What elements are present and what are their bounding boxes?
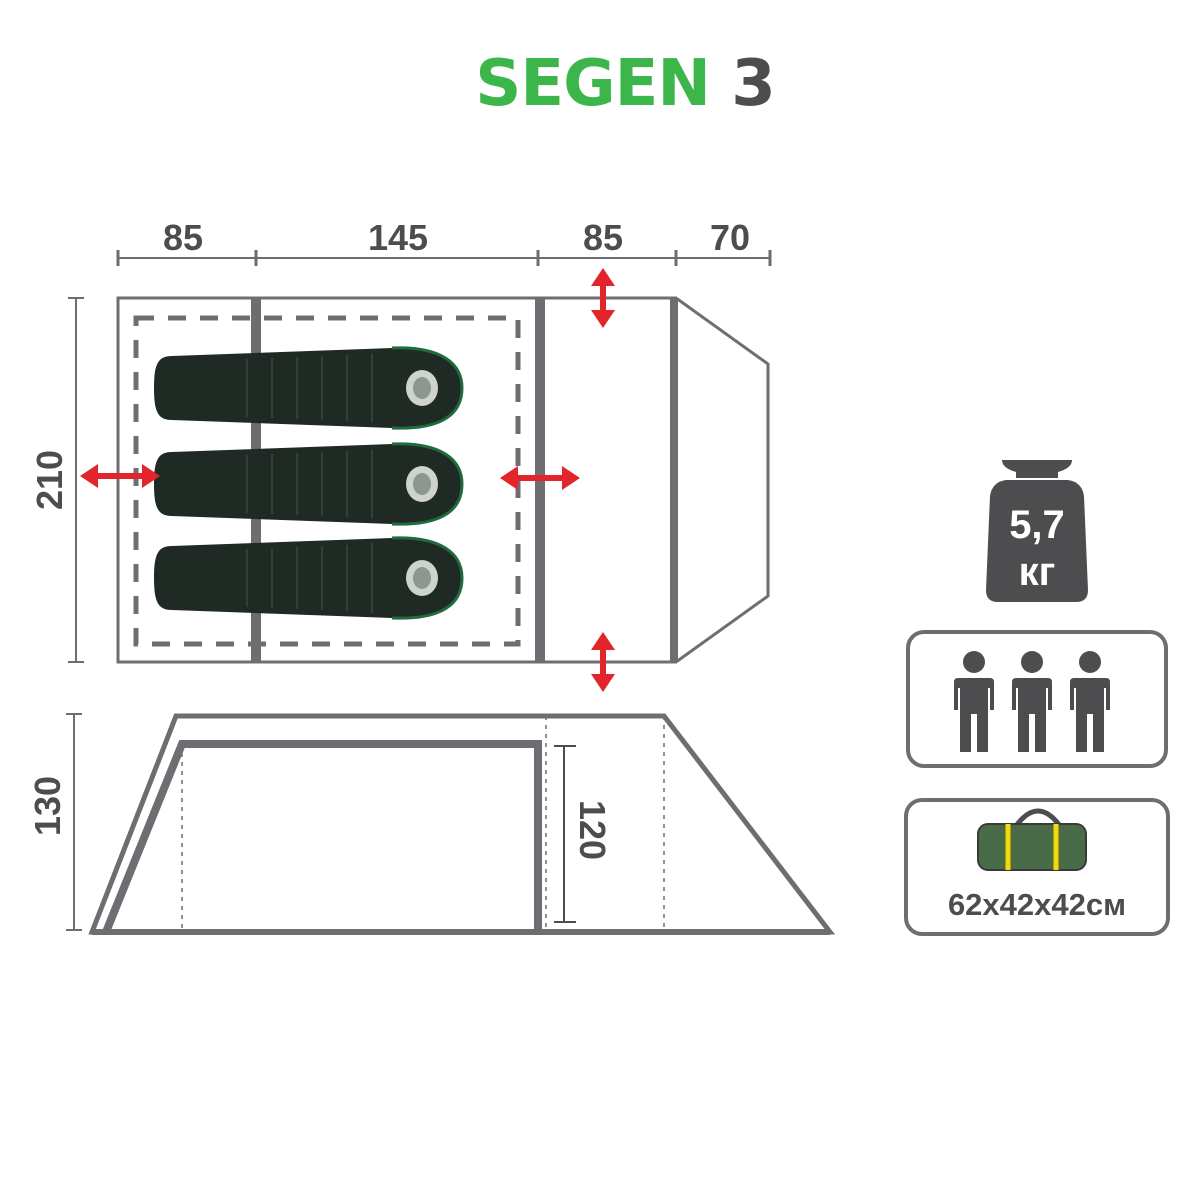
entrance-arrow-left-icon (80, 464, 160, 488)
person-icon (1012, 651, 1052, 752)
side-view (88, 713, 836, 935)
dim-vestibule-left: 85 (163, 217, 203, 258)
pack-size: 62x42x42см (948, 887, 1126, 922)
sleeping-bag-icon (152, 442, 464, 526)
dim-inner-length: 145 (368, 217, 428, 258)
weight-unit: кг (1019, 550, 1056, 594)
weight-icon (986, 460, 1088, 602)
title-name: SEGEN (475, 47, 711, 121)
product-title: SEGEN 3 (0, 52, 1200, 116)
dim-inner-height: 120 (572, 800, 613, 860)
sleeping-bag-icon (152, 346, 464, 430)
dim-vestibule-right: 85 (583, 217, 623, 258)
weight-value: 5,7 (1009, 503, 1065, 547)
width-dimension-line (68, 297, 84, 663)
dim-width: 210 (29, 450, 70, 510)
sleeping-bags (152, 346, 464, 620)
dim-apse: 70 (710, 217, 750, 258)
top-dimension-line (116, 250, 772, 266)
title-number: 3 (731, 47, 776, 121)
pack-size-box (904, 798, 1170, 936)
person-icon (954, 651, 994, 752)
outer-height-dimension-line (66, 713, 82, 931)
inner-height-dimension-line (554, 745, 576, 923)
sleeping-bag-icon (152, 536, 464, 620)
duffel-bag-icon (977, 808, 1087, 871)
dim-outer-height: 130 (27, 776, 68, 836)
person-icon (1070, 651, 1110, 752)
capacity-box (906, 630, 1168, 768)
